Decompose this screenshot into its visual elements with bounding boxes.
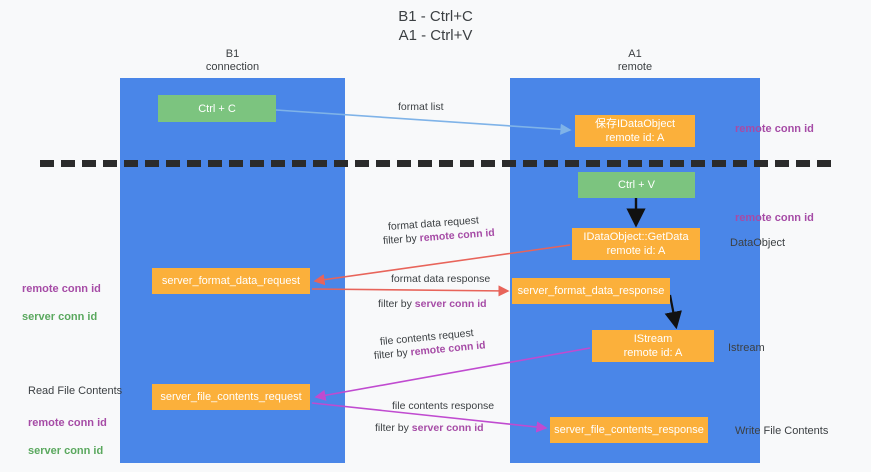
annotation-dataobject: DataObject [730, 237, 786, 249]
filter-key-server: server conn id [414, 298, 487, 310]
node-server-format-data-request[interactable]: server_format_data_request [152, 268, 310, 294]
node-istream[interactable]: IStream remote id: A [592, 330, 714, 362]
node-server-file-contents-request[interactable]: server_file_contents_request [152, 384, 310, 410]
filter-key-server: server conn id [411, 422, 484, 434]
edge-label-format-list: format list [398, 101, 444, 113]
filter-key-remote: remote conn id [419, 226, 496, 245]
edge-label-format-data-response: format data response [391, 273, 491, 285]
filter-prefix: filter by [378, 298, 415, 310]
diagram-title: B1 - Ctrl+C A1 - Ctrl+V [398, 8, 473, 44]
edge-label-filter-server-conn-id-2: filter by server conn id [375, 421, 484, 435]
annotation-remote-conn-id-left-bottom: remote conn id [28, 417, 107, 429]
section-divider [40, 160, 831, 167]
annotation-write-file-contents: Write File Contents [735, 425, 829, 437]
annotation-read-file-contents: Read File Contents [28, 385, 123, 397]
node-server-file-contents-response[interactable]: server_file_contents_response [550, 417, 708, 443]
node-ctrl-v[interactable]: Ctrl + V [578, 172, 695, 198]
annotation-conn-ids-middle: remote conn id server conn id [22, 268, 101, 338]
annotation-remote-conn-id-left-mid: remote conn id [22, 283, 101, 295]
annotation-istream: Istream [728, 342, 765, 354]
annotation-server-conn-id-left-bottom: server conn id [28, 445, 104, 457]
annotation-server-conn-id-left-mid: server conn id [22, 311, 98, 323]
annotation-conn-ids-bottom: remote conn id server conn id [28, 402, 107, 472]
annotation-remote-conn-id-mid: remote conn id [735, 212, 814, 224]
edge-label-filter-server-conn-id-1: filter by server conn id [378, 297, 487, 311]
filter-prefix: filter by [375, 422, 412, 434]
node-idataobject-getdata[interactable]: IDataObject::GetData remote id: A [572, 228, 700, 260]
edge-label-file-contents-response: file contents response [392, 400, 495, 412]
node-ctrl-c[interactable]: Ctrl + C [158, 95, 276, 122]
node-store-idataobject[interactable]: 保存IDataObject remote id: A [575, 115, 695, 147]
node-server-format-data-response[interactable]: server_format_data_response [512, 278, 670, 304]
filter-prefix: filter by [382, 232, 421, 247]
filter-prefix: filter by [373, 346, 412, 362]
annotation-remote-conn-id-top: remote conn id [735, 123, 814, 135]
column-header-b1: B1 connection [205, 48, 260, 73]
column-header-a1: A1 remote [617, 48, 653, 73]
